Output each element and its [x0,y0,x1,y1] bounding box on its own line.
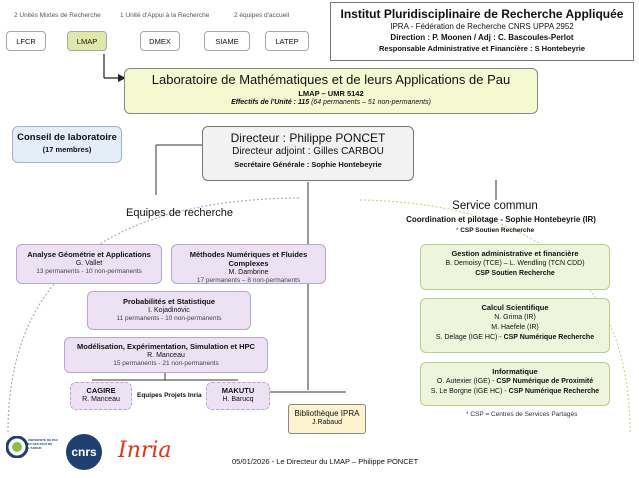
service-line: S. Le Borgne (IGE HC) - [430,388,509,395]
team-modelisation: Modélisation, Expérimentation, Simulatio… [64,337,268,373]
secretary: Secrétaire Générale : Sophie Hontebeyrie [234,160,382,169]
direction-box: Directeur : Philippe PONCET Directeur ad… [202,126,414,181]
team-staff: 15 permanents - 21 non-permanents [113,360,219,367]
unit-lmap: LMAP [67,31,107,51]
csp-star: * [455,227,459,234]
services-heading: Service commun [452,200,538,212]
team-probabilites: Probabilités et Statistique I. Kojadinov… [87,291,251,330]
uppa-logo-text: UNIVERSITÉ DE PAU ET DES PAYS DE L'ADOUR [28,438,58,450]
cnrs-logo: cnrs [66,434,102,470]
inria-label: Equipes Projets Inria [137,392,202,399]
services-coordination: Coordination et pilotage - Sophie Honteb… [406,215,596,224]
service-csp: CSP Numérique de Proximité [496,378,594,385]
lab-title: Laboratoire de Mathématiques et de leurs… [151,72,511,87]
institute-direction: Direction : P. Moonen / Adj : C. Bascoul… [390,33,574,42]
teams-caption: 2 équipes d'accueil [234,12,290,19]
service-csp: CSP Soutien Recherche [475,270,555,277]
csp-footnote: * CSP = Centres de Services Partagés [466,411,578,418]
service-title: Informatique [492,367,538,376]
institute-subtitle: IPRA - Fédération de Recherche CNRS UPPA… [390,22,574,31]
cnrs-logo-text: cnrs [71,445,97,459]
lab-box: Laboratoire de Mathématiques et de leurs… [124,68,538,114]
team-name: Analyse Géométrie et Applications [27,250,151,259]
services-csp-line: * CSP Soutien Recherche [420,227,570,234]
team-leader: M. Dambrine [228,269,269,276]
service-line: S. Delage (IGE HC) - [435,334,504,341]
inria-team-leader: H. Barucq [222,396,254,403]
service-line: O. Autexier (IGE) - [436,378,497,385]
inria-team-makutu: MAKUTU H. Barucq [206,382,270,410]
council-members: (17 membres) [42,145,92,154]
uppa-logo: UNIVERSITÉ DE PAU ET DES PAYS DE L'ADOUR [6,434,62,470]
team-name: Modélisation, Expérimentation, Simulatio… [77,342,255,351]
research-heading: Equipes de recherche [126,207,234,219]
unit-siame: SIAME [204,31,250,51]
team-leader: G. Vallet [75,260,103,267]
service-line: M. Haefele (IR) [491,324,539,331]
library-person: J.Rabaud [312,419,342,426]
institute-box: Institut Pluridisciplinaire de Recherche… [330,2,634,61]
csp-support: CSP Soutien Recherche [460,227,535,234]
library-box: Bibliothèque IPRA J.Rabaud [288,404,366,434]
library-title: Bibliothèque IPRA [294,409,360,418]
inria-logo: Inria [118,438,172,463]
team-name: Méthodes Numériques et Fluides Complexes [189,250,308,268]
institute-admin: Responsable Administrative et Financière… [378,44,586,53]
service-csp: CSP Numérique Recherche [503,334,595,341]
footer-text: 05/01/2026 - Le Directeur du LMAP – Phil… [232,457,419,466]
deputy-director: Directeur adjoint : Gilles CARBOU [232,146,384,157]
inria-team-name: MAKUTU [221,386,255,395]
inria-team-leader: R. Manceau [82,396,120,403]
institute-title: Institut Pluridisciplinaire de Recherche… [340,7,624,21]
council-box: Conseil de laboratoire (17 membres) [12,126,122,163]
team-staff: 11 permanents - 10 non-permanents [116,315,222,322]
lab-code: LMAP – UMR 5142 [298,89,364,98]
service-informatique: Informatique O. Autexier (IGE) - CSP Num… [420,362,610,406]
service-csp: CSP Numérique Recherche [508,388,600,395]
lab-effectifs-detail: (64 permanents – 51 non-permanents) [309,99,431,106]
uppa-emblem-icon [6,436,28,458]
service-title: Calcul Scientifique [481,303,549,312]
team-staff: 17 permanents – 8 non-permanents [196,277,301,284]
inria-team-cagire: CAGIRE R. Manceau [70,382,132,410]
unit-dmex: DMEX [140,31,180,51]
team-name: Probabilités et Statistique [122,297,216,306]
unit-lfcr: LFCR [6,31,46,51]
team-methodes: Méthodes Numériques et Fluides Complexes… [171,244,326,284]
team-leader: I. Kojadinovic [148,307,190,314]
council-title: Conseil de laboratoire [17,132,117,143]
team-analyse: Analyse Géométrie et Applications G. Val… [16,244,162,284]
service-line: N. Grima (IR) [494,314,536,321]
service-title: Gestion administrative et financière [451,249,579,258]
umr-caption: 2 Unités Mixtes de Recherche [14,12,101,19]
service-calcul: Calcul Scientifique N. Grima (IR) M. Hae… [420,298,610,353]
service-line: B. Demoisy (TCE) – L. Wendling (TCN CDD) [445,260,585,267]
uar-caption: 1 Unité d'Appui à la Recherche [120,12,210,19]
lab-effectifs: Effectifs de l'Unité : 115 [231,99,310,106]
director: Directeur : Philippe PONCET [230,131,386,145]
inria-team-name: CAGIRE [86,386,116,395]
team-leader: R. Manceau [147,352,185,359]
team-staff: 13 permanents - 10 non-permanents [36,268,142,275]
service-gestion: Gestion administrative et financière B. … [420,244,610,290]
unit-latep: LATEP [265,31,309,51]
